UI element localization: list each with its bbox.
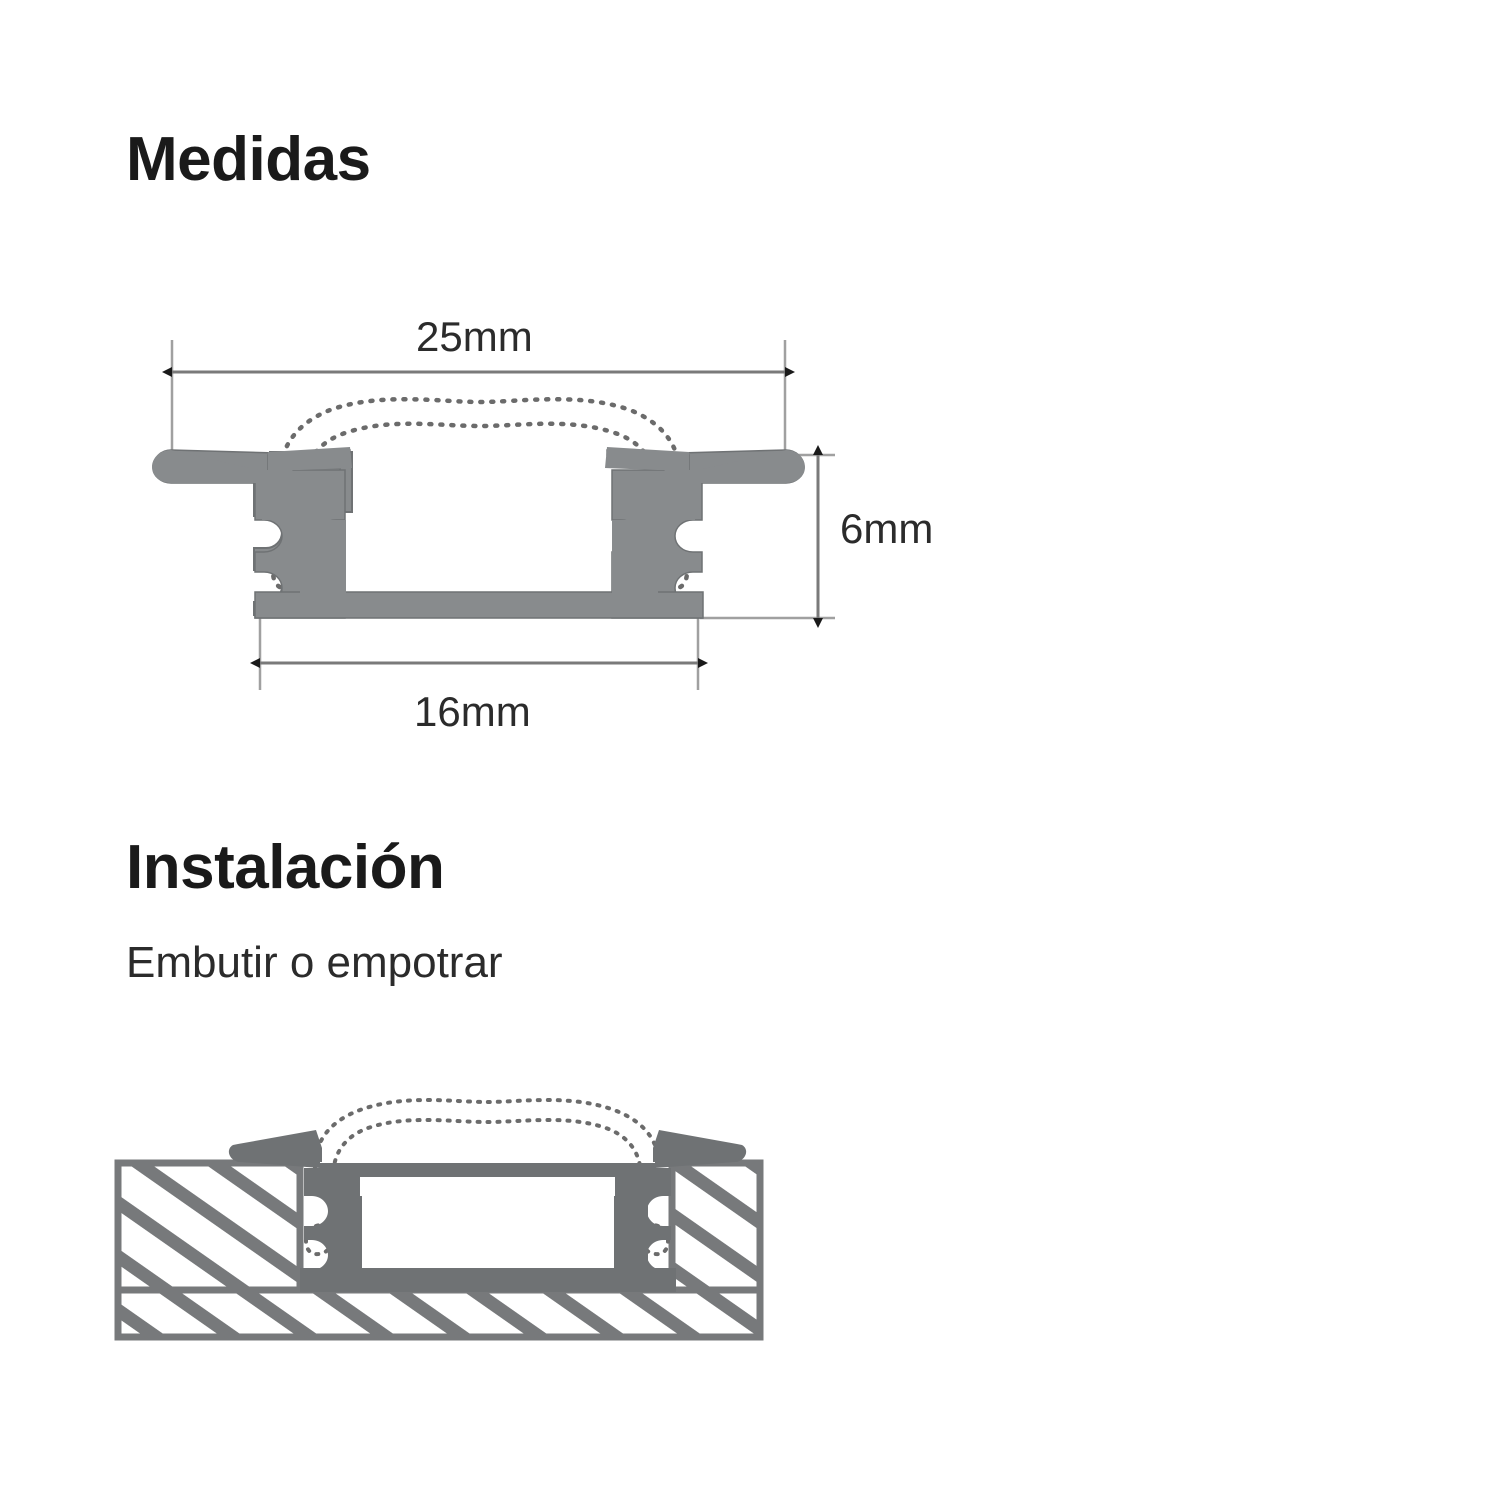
profile-base-bar — [254, 591, 704, 619]
diffuser-clip-left-dotted — [270, 549, 308, 591]
profile-shoulder-right — [657, 470, 695, 520]
diffuser-clip-right-dotted — [652, 549, 690, 591]
profile-body-left — [156, 451, 353, 616]
installation-subtitle: Embutir o empotrar — [126, 938, 503, 987]
substrate-block-left — [114, 1159, 304, 1341]
substrate-hatched — [114, 1159, 764, 1341]
install-diffuser-inner-dotted — [332, 1117, 642, 1234]
profile-shoulder-left — [262, 470, 300, 520]
profile-cross-section-right-group — [605, 447, 805, 619]
install-profile-right — [615, 1132, 746, 1290]
install-profile-base — [300, 1268, 676, 1292]
profile-inner-wall-left — [300, 520, 346, 598]
install-diffuser-clip-right-dotted — [638, 1223, 671, 1257]
profile-cross-section-right — [606, 449, 805, 619]
diffuser-outer-dotted-outline — [277, 396, 683, 503]
substrate-block-bottom — [114, 1286, 764, 1341]
page-title-medidas: Medidas — [126, 125, 371, 194]
install-profile-top-face — [320, 1163, 656, 1177]
installation-diagram — [114, 1098, 764, 1341]
page-title-instalacion: Instalación — [126, 833, 445, 902]
profile-flange-right — [605, 447, 805, 483]
install-profile-left — [229, 1132, 360, 1290]
measurements-diagram — [152, 340, 835, 690]
profile-inner-wall-right — [612, 520, 658, 598]
dimension-label-width-total: 25mm — [416, 313, 533, 360]
install-inner-wall-right — [614, 1196, 648, 1274]
profile-flange-left — [152, 447, 352, 483]
extension-lines — [170, 340, 835, 690]
install-profile-right-group — [615, 1130, 747, 1290]
profile-left-wing-and-wall — [156, 452, 350, 615]
install-diffuser-outer-dotted — [313, 1098, 661, 1182]
dimension-label-height-total: 6mm — [840, 505, 934, 552]
dimension-label-width-recess: 16mm — [414, 688, 531, 735]
profile-cross-section-left — [152, 449, 351, 619]
diffuser-inner-dotted-outline — [302, 421, 658, 563]
install-diffuser-clip-left-dotted — [303, 1223, 336, 1257]
substrate-block-right — [668, 1159, 764, 1341]
install-flange-right — [653, 1130, 747, 1162]
install-flange-left — [228, 1130, 322, 1162]
install-inner-wall-left — [328, 1196, 362, 1274]
